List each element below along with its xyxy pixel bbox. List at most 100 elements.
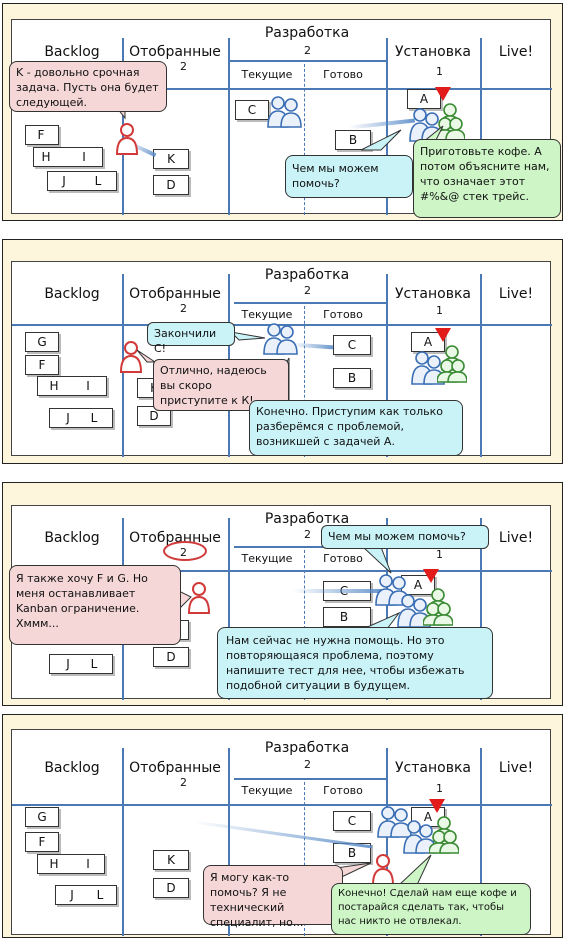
col-install-limit: 1 bbox=[436, 548, 443, 561]
col-install: Установка bbox=[395, 760, 471, 776]
header-divider bbox=[12, 324, 552, 326]
card-label: D bbox=[166, 178, 176, 192]
card-label: K bbox=[167, 152, 175, 166]
card-label: C bbox=[247, 103, 257, 117]
column-divider bbox=[480, 748, 482, 936]
col-install: Установка bbox=[395, 44, 471, 60]
card-label: D bbox=[166, 881, 176, 895]
card-label: I bbox=[82, 150, 86, 164]
card-label: K bbox=[167, 853, 175, 867]
column-divider bbox=[386, 38, 388, 215]
task-card[interactable]: B bbox=[333, 368, 371, 388]
panel-2: Backlog Отобранные 2 Разработка 2 Текущи… bbox=[2, 239, 563, 464]
col-live: Live! bbox=[498, 286, 534, 302]
task-card[interactable]: D bbox=[153, 175, 189, 195]
team-icon bbox=[403, 820, 437, 854]
card-label: B bbox=[347, 846, 357, 860]
dev-subheader-line bbox=[234, 302, 386, 304]
col-dev: Разработка bbox=[264, 511, 350, 527]
task-card[interactable]: F bbox=[25, 832, 59, 852]
card-label: B bbox=[348, 133, 358, 147]
card-label: F bbox=[37, 128, 45, 142]
speech-bubble: K - довольно срочная задача. Пусть она б… bbox=[9, 61, 167, 112]
dev-split-line bbox=[304, 64, 305, 215]
header-divider bbox=[12, 804, 552, 806]
card-label: H bbox=[49, 379, 59, 393]
col-backlog: Backlog bbox=[44, 760, 100, 776]
col-dev-done: Готово bbox=[323, 308, 363, 321]
product-owner-icon bbox=[187, 582, 211, 614]
dev-split-line bbox=[304, 782, 305, 936]
column-divider bbox=[480, 274, 482, 457]
column-divider bbox=[228, 518, 230, 700]
team-icon bbox=[377, 806, 412, 838]
column-divider bbox=[386, 518, 388, 700]
blocked-marker bbox=[435, 328, 451, 342]
card-label: F bbox=[38, 358, 46, 372]
col-install-limit: 1 bbox=[436, 782, 443, 795]
task-card[interactable]: K bbox=[153, 850, 189, 870]
dev-split-line bbox=[304, 306, 305, 457]
task-card[interactable]: C bbox=[333, 811, 371, 831]
col-backlog: Backlog bbox=[44, 286, 100, 302]
card-label: L bbox=[94, 174, 102, 188]
blocked-marker bbox=[429, 799, 445, 813]
panel-3: Backlog Отобранные 2 Разработка 2 Текущи… bbox=[2, 482, 563, 706]
task-card[interactable]: F bbox=[25, 355, 59, 375]
panel-4: Backlog Отобранные 2 Разработка 2 Текущи… bbox=[2, 714, 563, 938]
col-dev: Разработка bbox=[264, 740, 350, 756]
dev-subheader-line bbox=[228, 60, 386, 62]
card-label: H bbox=[49, 857, 59, 871]
column-divider bbox=[228, 38, 230, 215]
col-dev-limit: 2 bbox=[304, 758, 311, 771]
task-card[interactable]: F bbox=[25, 125, 59, 145]
task-card[interactable]: B bbox=[335, 130, 371, 150]
task-card[interactable]: G bbox=[25, 332, 59, 352]
task-card[interactable]: D bbox=[153, 878, 189, 898]
task-card[interactable]: K bbox=[153, 149, 189, 169]
column-divider bbox=[386, 274, 388, 457]
speech-bubble: Чем мы можем помочь? bbox=[321, 525, 489, 549]
task-card[interactable]: C bbox=[235, 100, 269, 120]
card-label: L bbox=[90, 411, 98, 425]
col-selected-limit: 2 bbox=[180, 60, 187, 73]
column-divider bbox=[228, 748, 230, 936]
speech-bubble: Я также хочу F и G. Но меня останавливае… bbox=[9, 565, 181, 645]
task-card[interactable]: C bbox=[333, 335, 371, 355]
card-label: J bbox=[66, 411, 70, 425]
product-owner-icon bbox=[119, 341, 143, 373]
card-label: I bbox=[86, 379, 90, 393]
col-dev-limit: 2 bbox=[304, 284, 311, 297]
col-dev-limit: 2 bbox=[304, 528, 311, 541]
col-dev-limit: 2 bbox=[304, 44, 311, 57]
speech-bubble: Нам сейчас не нужна помощь. Но это повто… bbox=[217, 627, 493, 699]
speech-bubble: Приготовьте кофе. А потом объясните нам,… bbox=[413, 139, 561, 218]
dev-subheader-line bbox=[234, 778, 386, 780]
col-dev-done: Готово bbox=[323, 552, 363, 565]
speech-bubble: Конечно. Приступим как только разберёмся… bbox=[249, 400, 463, 456]
panel-1: Backlog Отобранные 2 Разработка 2 Текущи… bbox=[2, 3, 563, 221]
column-divider bbox=[122, 748, 124, 936]
card-label: A bbox=[423, 810, 433, 824]
card-label: G bbox=[37, 335, 47, 349]
product-owner-icon bbox=[371, 854, 395, 886]
column-divider bbox=[386, 748, 388, 936]
task-card[interactable]: G bbox=[25, 807, 59, 827]
task-card[interactable]: D bbox=[153, 647, 189, 667]
task-card[interactable]: B bbox=[323, 607, 371, 627]
card-label: L bbox=[90, 657, 98, 671]
dev-split-line bbox=[304, 550, 305, 700]
dev-subheader-line bbox=[234, 546, 386, 548]
col-dev: Разработка bbox=[264, 25, 350, 41]
card-label: D bbox=[166, 650, 176, 664]
col-install-limit: 1 bbox=[436, 65, 443, 78]
col-selected: Отобранные bbox=[129, 44, 221, 60]
wip-limit-highlight bbox=[163, 541, 207, 561]
